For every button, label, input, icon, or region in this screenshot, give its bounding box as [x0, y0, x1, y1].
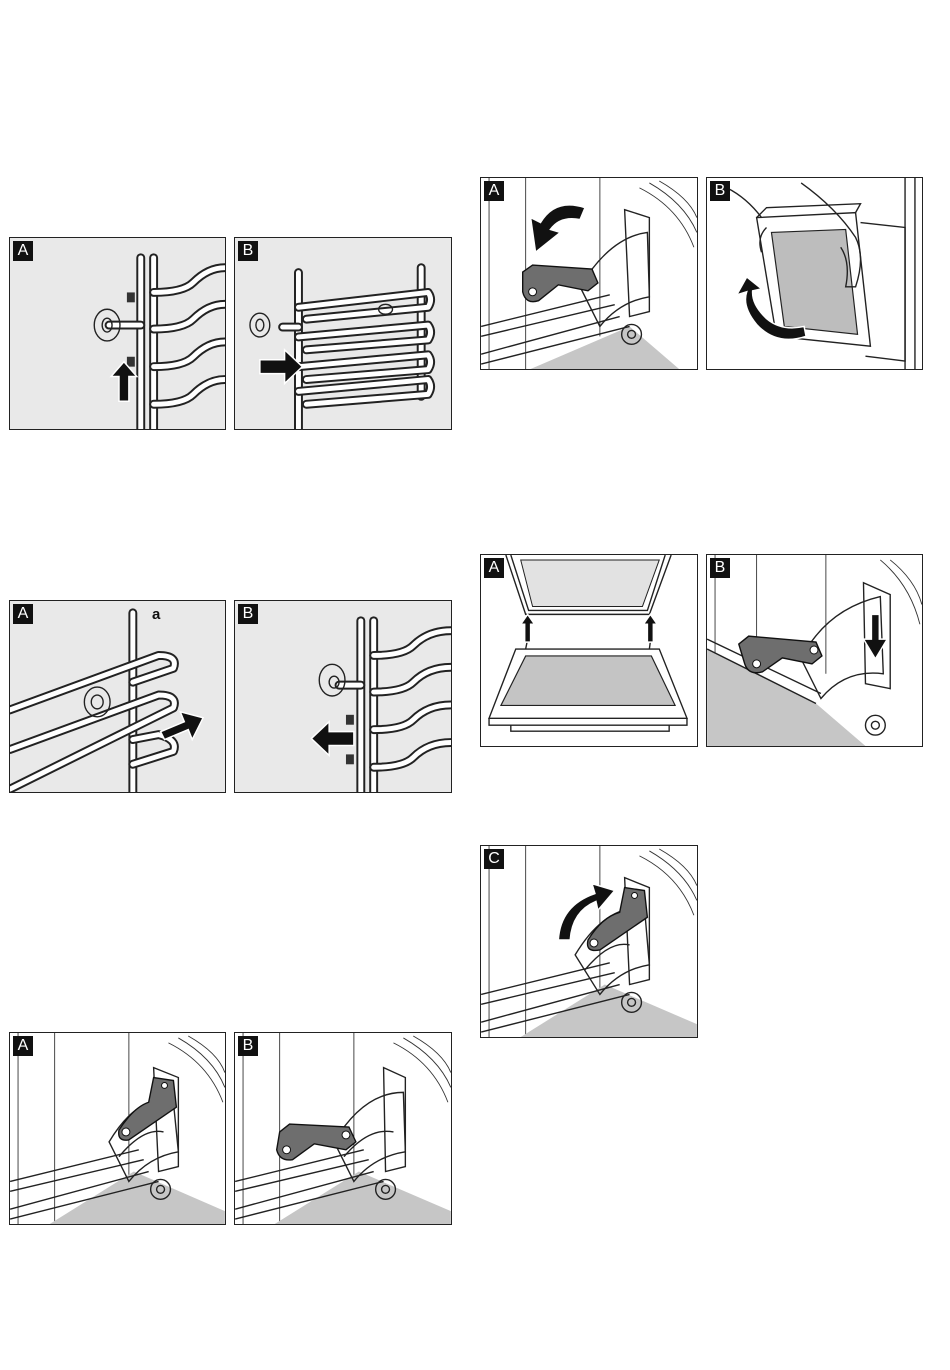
- door-hinge-illustration: [481, 846, 697, 1037]
- arrow-left-icon: [311, 722, 354, 756]
- panel-label: B: [238, 604, 258, 624]
- mount-socket: [250, 313, 270, 337]
- arrow-down-icon: [863, 614, 887, 659]
- figure-4-panel-a: A: [480, 177, 698, 370]
- mount-socket: [319, 664, 345, 696]
- panel-label: B: [710, 558, 730, 578]
- shelf-rack-hook-illustration: [10, 238, 225, 429]
- figure-2-panel-b: B: [234, 600, 452, 793]
- panel-label: A: [13, 241, 33, 261]
- callout-a: a: [152, 606, 160, 623]
- figure-4-panel-b: B: [706, 177, 923, 370]
- rack-wires: [339, 621, 451, 792]
- door-hinge-illustration: [707, 555, 922, 746]
- oven-door-panel: [489, 649, 687, 731]
- door-hinge-illustration: [10, 1033, 225, 1224]
- shelf-rack-pull-illustration: [235, 601, 451, 792]
- figure-1-panel-b: B: [234, 237, 452, 430]
- panel-label: B: [238, 1036, 258, 1056]
- arrow-rotate-down-icon: [531, 205, 585, 252]
- figure-5-panel-a: A: [480, 554, 698, 747]
- hinge-lever: [523, 265, 598, 302]
- figure-6-panel-c: C: [480, 845, 698, 1038]
- shelf-rack-insert-illustration: [235, 238, 451, 429]
- figure-2-panel-a: A a: [9, 600, 226, 793]
- shelf-rack-remove-illustration: [10, 601, 225, 792]
- door-hinge-illustration: [235, 1033, 451, 1224]
- rack-wires: [283, 268, 431, 429]
- panel-label: B: [710, 181, 730, 201]
- figure-3-panel-a: A: [9, 1032, 226, 1225]
- arrow-up-icon: [521, 614, 535, 642]
- rack-wires: [109, 258, 225, 429]
- rack-wires: [10, 613, 174, 792]
- arrow-up-icon: [111, 362, 137, 402]
- panel-label: A: [13, 1036, 33, 1056]
- mount-socket: [84, 687, 110, 717]
- panel-label: A: [484, 558, 504, 578]
- door-glass-illustration: [481, 555, 697, 746]
- hinge-lever: [739, 636, 822, 673]
- figure-5-panel-b: B: [706, 554, 923, 747]
- panel-label: A: [484, 181, 504, 201]
- door-removal-illustration: [707, 178, 922, 369]
- panel-label: A: [13, 604, 33, 624]
- figure-3-panel-b: B: [234, 1032, 452, 1225]
- door-hinge-illustration: [481, 178, 697, 369]
- panel-label: B: [238, 241, 258, 261]
- arrow-up-icon: [643, 614, 657, 642]
- figure-1-panel-a: A: [9, 237, 226, 430]
- panel-label: C: [484, 849, 504, 869]
